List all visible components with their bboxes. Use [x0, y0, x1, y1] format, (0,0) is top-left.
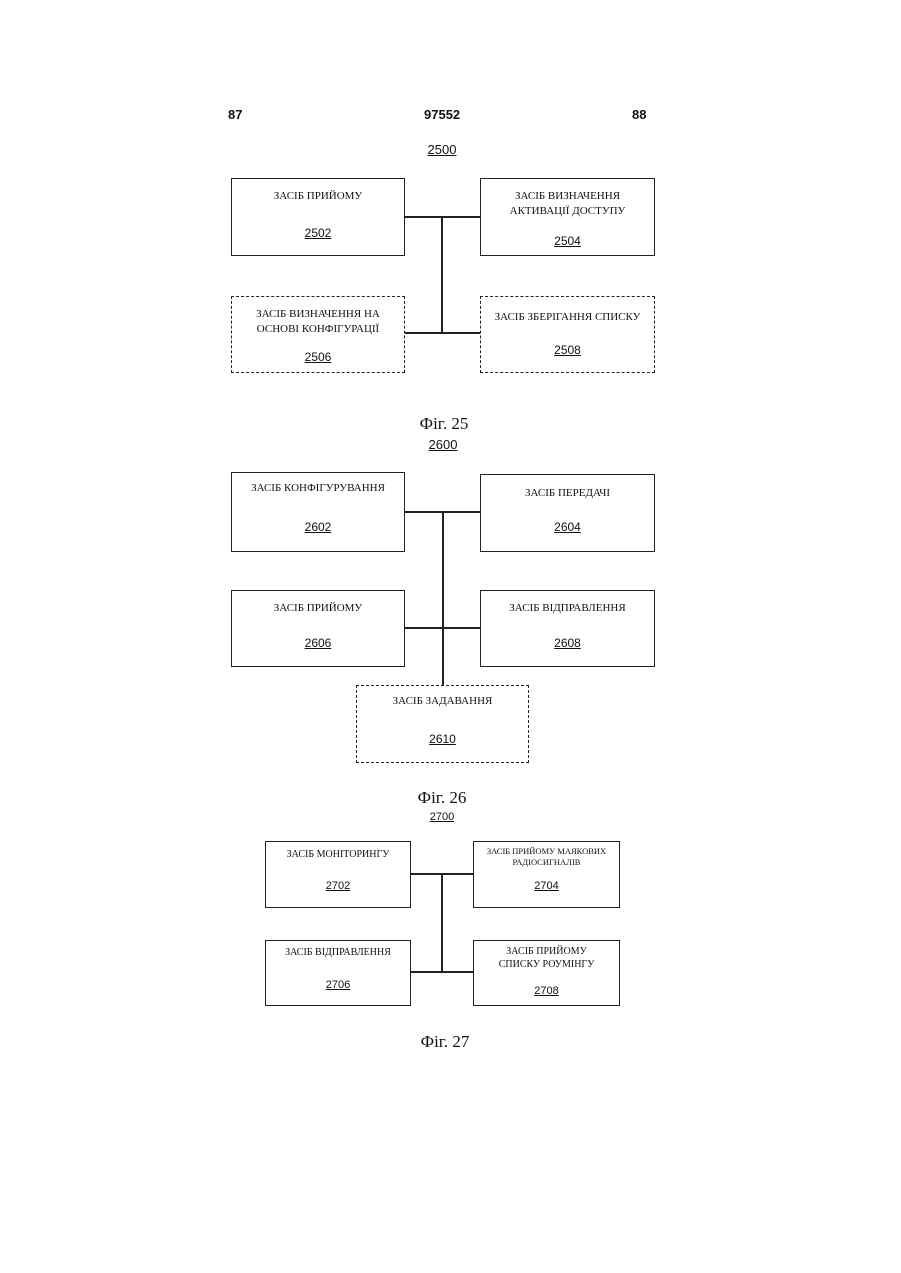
page-number-right: 88: [632, 107, 646, 122]
diagram-ref-2500: 2500: [428, 142, 457, 157]
box-number: 2504: [481, 234, 654, 248]
box-label: ЗАСІБ ПРИЙОМУ СПИСКУ РОУМІНГУ: [496, 945, 597, 971]
box-2708: ЗАСІБ ПРИЙОМУ СПИСКУ РОУМІНГУ 2708: [473, 940, 620, 1006]
box-label: ЗАСІБ ПЕРЕДАЧІ: [485, 486, 650, 501]
diagram-ref-2700: 2700: [430, 811, 454, 823]
box-number: 2708: [474, 985, 619, 997]
connector-bus: [441, 216, 443, 333]
box-number: 2506: [232, 350, 404, 364]
box-label: ЗАСІБ ПРИЙОМУ МАЯКОВИХ РАДІОСИГНАЛІВ: [480, 846, 613, 868]
box-label: ЗАСІБ МОНІТОРИНГУ: [270, 848, 406, 861]
box-number: 2604: [481, 520, 654, 534]
box-number: 2702: [266, 880, 410, 892]
box-2608: ЗАСІБ ВІДПРАВЛЕННЯ 2608: [480, 590, 655, 667]
diagram-ref-2600: 2600: [429, 437, 458, 452]
box-2508: ЗАСІБ ЗБЕРІГАННЯ СПИСКУ 2508: [480, 296, 655, 373]
box-2606: ЗАСІБ ПРИЙОМУ 2606: [231, 590, 405, 667]
box-2702: ЗАСІБ МОНІТОРИНГУ 2702: [265, 841, 411, 908]
connector-line: [410, 971, 474, 973]
box-label: ЗАСІБ ЗАДАВАННЯ: [361, 694, 524, 709]
connector-bus: [441, 873, 443, 972]
box-2504: ЗАСІБ ВИЗНАЧЕННЯ АКТИВАЦІЇ ДОСТУПУ 2504: [480, 178, 655, 256]
figure-caption: Фіг. 26: [418, 788, 467, 808]
box-label: ЗАСІБ ВІДПРАВЛЕННЯ: [485, 601, 650, 616]
box-number: 2508: [481, 343, 654, 357]
box-label: ЗАСІБ ВІДПРАВЛЕННЯ: [270, 946, 406, 959]
connector-line: [404, 332, 481, 334]
box-label: ЗАСІБ ВИЗНАЧЕННЯ НА ОСНОВІ КОНФІГУРАЦІЇ: [246, 307, 390, 337]
box-number: 2502: [232, 226, 404, 240]
box-2506: ЗАСІБ ВИЗНАЧЕННЯ НА ОСНОВІ КОНФІГУРАЦІЇ …: [231, 296, 405, 373]
box-2704: ЗАСІБ ПРИЙОМУ МАЯКОВИХ РАДІОСИГНАЛІВ 270…: [473, 841, 620, 908]
box-label: ЗАСІБ ВИЗНАЧЕННЯ АКТИВАЦІЇ ДОСТУПУ: [505, 189, 630, 219]
box-2602: ЗАСІБ КОНФІГУРУВАННЯ 2602: [231, 472, 405, 552]
figure-caption: Фіг. 25: [420, 414, 469, 434]
box-label: ЗАСІБ ПРИЙОМУ: [236, 601, 400, 616]
connector-bus: [442, 511, 444, 686]
box-2610: ЗАСІБ ЗАДАВАННЯ 2610: [356, 685, 529, 763]
figure-caption: Фіг. 27: [421, 1032, 470, 1052]
box-number: 2602: [232, 520, 404, 534]
box-number: 2704: [474, 880, 619, 892]
box-2604: ЗАСІБ ПЕРЕДАЧІ 2604: [480, 474, 655, 552]
box-number: 2706: [266, 979, 410, 991]
box-number: 2606: [232, 636, 404, 650]
box-label: ЗАСІБ КОНФІГУРУВАННЯ: [236, 481, 400, 496]
page-number-left: 87: [228, 107, 242, 122]
box-number: 2610: [357, 732, 528, 746]
box-label: ЗАСІБ ПРИЙОМУ: [236, 189, 400, 204]
box-label: ЗАСІБ ЗБЕРІГАННЯ СПИСКУ: [485, 310, 650, 325]
box-2706: ЗАСІБ ВІДПРАВЛЕННЯ 2706: [265, 940, 411, 1006]
document-number: 97552: [424, 107, 460, 122]
connector-line: [404, 627, 481, 629]
box-2502: ЗАСІБ ПРИЙОМУ 2502: [231, 178, 405, 256]
box-number: 2608: [481, 636, 654, 650]
connector-line: [404, 216, 481, 218]
